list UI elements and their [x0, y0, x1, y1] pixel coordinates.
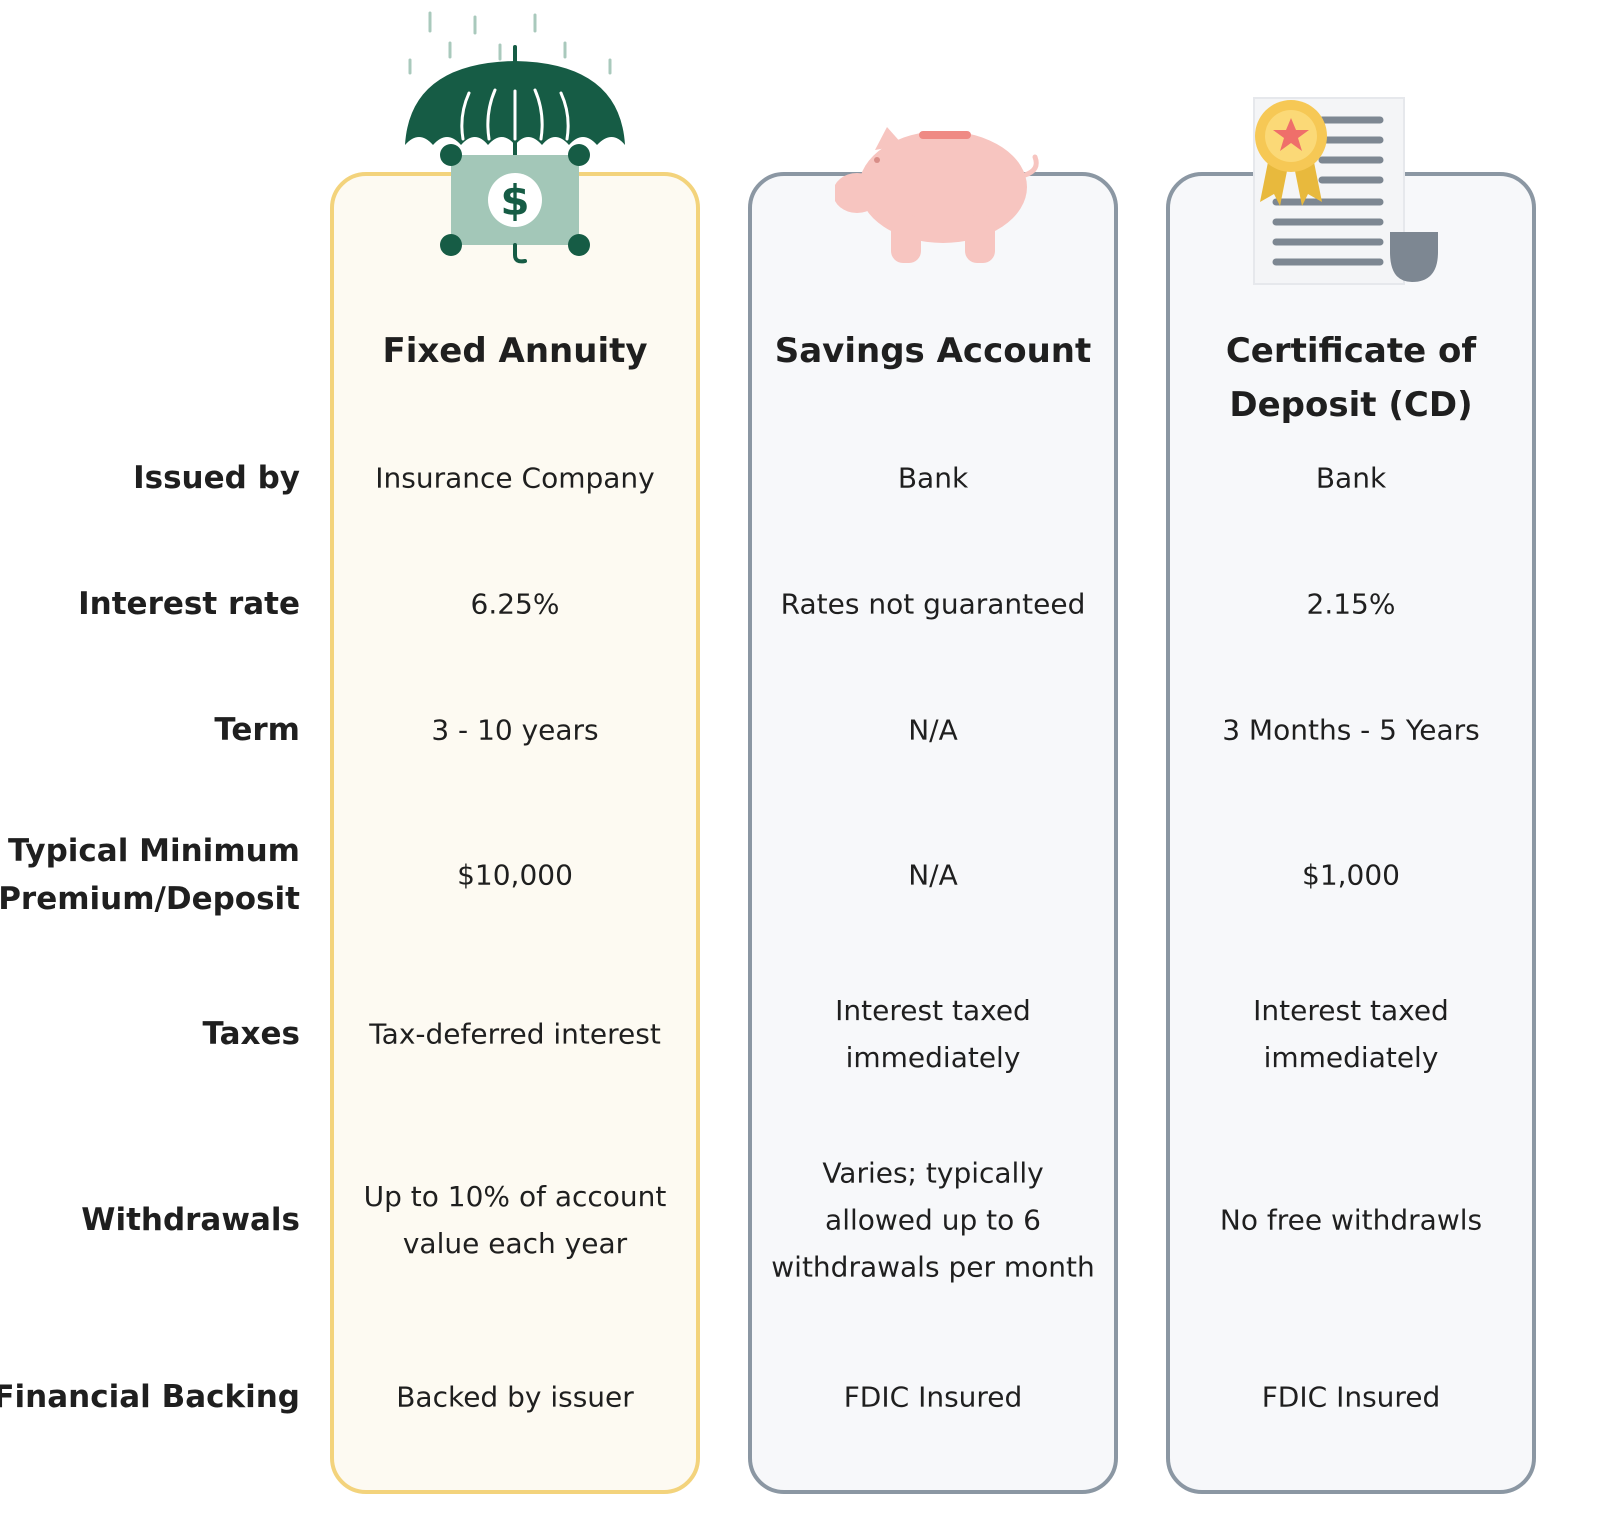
- column-title: Savings Account: [752, 324, 1114, 378]
- cell-term: 3 - 10 years: [334, 707, 696, 754]
- text-line: 3 - 10 years: [431, 713, 599, 747]
- text-line: Backed by issuer: [396, 1380, 634, 1414]
- cell-financial-backing: Backed by issuer: [334, 1374, 696, 1421]
- text-line: Varies; typically: [822, 1156, 1044, 1190]
- text-line: withdrawals per month: [771, 1250, 1095, 1284]
- umbrella-money-icon: $: [405, 11, 625, 264]
- cell-typical-minimum-premium-deposit: $1,000: [1170, 852, 1532, 899]
- cell-issued-by: Bank: [1170, 455, 1532, 502]
- text-line: Premium/Deposit: [0, 881, 300, 917]
- text-line: Savings Account: [774, 331, 1092, 371]
- text-line: Bank: [1315, 461, 1387, 495]
- cell-issued-by: Insurance Company: [334, 455, 696, 502]
- row-label-interest-rate: Interest rate: [78, 586, 300, 622]
- cell-issued-by: Bank: [752, 455, 1114, 502]
- column-title: Certificate of Deposit (CD): [1170, 324, 1532, 432]
- cell-interest-rate: Rates not guaranteed: [752, 581, 1114, 628]
- cell-financial-backing: FDIC Insured: [1170, 1374, 1532, 1421]
- cell-typical-minimum-premium-deposit: $10,000: [334, 852, 696, 899]
- row-label-taxes: Taxes: [202, 1016, 300, 1052]
- cell-interest-rate: 2.15%: [1170, 581, 1532, 628]
- text-line: FDIC Insured: [1261, 1380, 1441, 1414]
- text-line: Interest taxed: [835, 994, 1031, 1027]
- text-line: Typical Minimum: [7, 833, 300, 869]
- cell-term: N/A: [752, 707, 1114, 754]
- cell-financial-backing: FDIC Insured: [752, 1374, 1114, 1421]
- text-line: Fixed Annuity: [382, 331, 648, 371]
- text-line: Rates not guaranteed: [780, 587, 1086, 621]
- text-line: Up to 10% of account: [363, 1180, 667, 1213]
- row-label-financial-backing: Financial Backing: [0, 1379, 300, 1415]
- text-line: Interest taxed: [1253, 994, 1449, 1027]
- text-line: allowed up to 6: [825, 1203, 1041, 1237]
- certificate-of-deposit-column: Certificate of Deposit (CD) Bank 2.15% 3 Mo…: [1166, 172, 1536, 1494]
- cell-taxes: Interest taxed immediately: [1170, 987, 1532, 1081]
- text-line: 6.25%: [470, 587, 560, 621]
- cell-taxes: Interest taxed immediately: [752, 987, 1114, 1081]
- text-line: $10,000: [457, 858, 573, 892]
- text-line: No free withdrawls: [1219, 1203, 1483, 1237]
- column-title: Fixed Annuity: [334, 324, 696, 378]
- svg-text:$: $: [500, 176, 529, 225]
- text-line: N/A: [908, 858, 958, 892]
- row-label-withdrawals: Withdrawals: [81, 1202, 300, 1238]
- text-line: Tax-deferred interest: [369, 1017, 661, 1051]
- text-line: Certificate of: [1225, 331, 1477, 371]
- cell-taxes: Tax-deferred interest: [334, 1011, 696, 1058]
- row-label-term: Term: [214, 712, 300, 748]
- text-line: 3 Months - 5 Years: [1222, 713, 1480, 747]
- text-line: FDIC Insured: [843, 1380, 1023, 1414]
- cell-term: 3 Months - 5 Years: [1170, 707, 1532, 754]
- piggy-bank-icon: [835, 127, 1039, 263]
- cell-withdrawals: No free withdrawls: [1170, 1197, 1532, 1244]
- certificate-icon: [1253, 97, 1438, 285]
- text-line: 2.15%: [1306, 587, 1396, 621]
- cell-interest-rate: 6.25%: [334, 581, 696, 628]
- text-line: Deposit (CD): [1229, 385, 1473, 425]
- text-line: $1,000: [1302, 858, 1400, 892]
- text-line: immediately: [845, 1041, 1021, 1074]
- cell-typical-minimum-premium-deposit: N/A: [752, 852, 1114, 899]
- text-line: N/A: [908, 713, 958, 747]
- text-line: value each year: [402, 1227, 628, 1260]
- text-line: Bank: [897, 461, 969, 495]
- text-line: Insurance Company: [375, 461, 655, 495]
- text-line: immediately: [1263, 1041, 1439, 1074]
- cell-withdrawals: Varies; typically allowed up to 6 withdraw…: [752, 1150, 1114, 1291]
- row-label-issued-by: Issued by: [133, 460, 300, 496]
- fixed-annuity-column: Fixed Annuity Insurance Company 6.25% 3 - …: [330, 172, 700, 1494]
- cell-withdrawals: Up to 10% of account value each year: [334, 1173, 696, 1267]
